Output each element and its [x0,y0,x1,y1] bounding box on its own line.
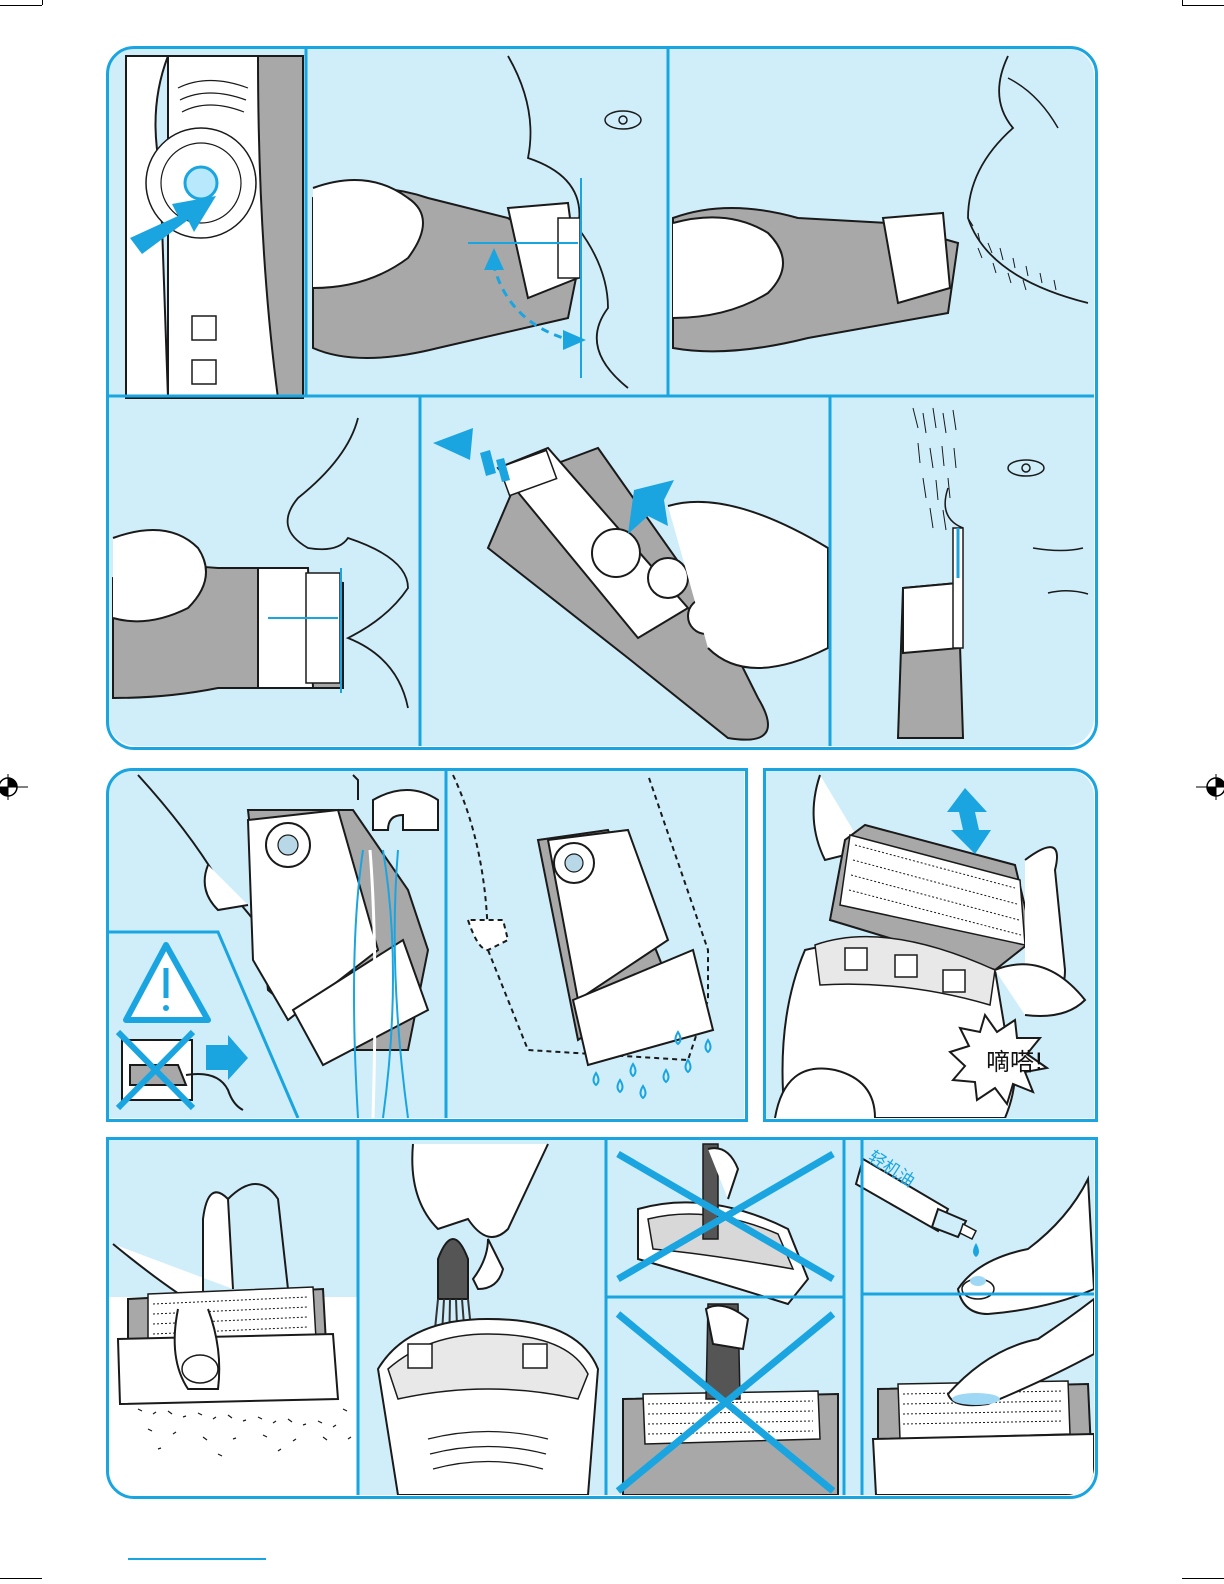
crop-mark [0,5,42,6]
top-block-border [106,46,1098,750]
crop-mark [0,1578,42,1579]
registration-mark-right [1194,772,1224,802]
crop-mark [1182,0,1183,5]
registration-mark-left [0,772,30,802]
page-footer-rule [128,1558,266,1560]
crop-mark [1182,5,1224,6]
mid-left-block-border [106,768,748,1122]
bottom-block-border [106,1137,1098,1499]
crop-mark [42,0,43,5]
crop-mark [1182,1578,1224,1579]
mid-right-block-border [763,768,1098,1122]
